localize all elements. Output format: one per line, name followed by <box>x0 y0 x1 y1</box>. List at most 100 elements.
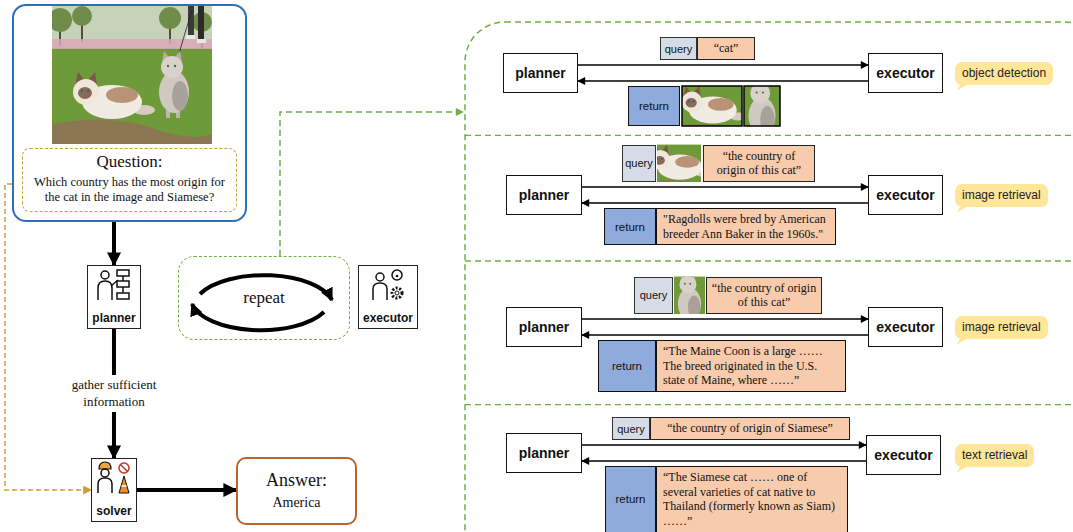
cat-eye <box>693 100 695 102</box>
cat-eye <box>81 90 84 93</box>
cat-patch <box>675 156 699 168</box>
gear <box>392 288 402 298</box>
traffic-cone <box>119 476 129 493</box>
cat-head <box>73 79 99 105</box>
query-text: “cat” <box>697 37 755 60</box>
node-label: "Ragdolls were bred by American breeder … <box>663 212 829 241</box>
cat-eye <box>87 90 90 93</box>
node-label: “the country of origin of Siamese” <box>667 421 833 436</box>
node-label: query <box>640 289 668 301</box>
agent-icon-box: executor <box>358 265 418 329</box>
icon-body <box>373 283 387 300</box>
cat-eye <box>762 91 764 93</box>
section-divider <box>465 135 1073 136</box>
return-text: “The Siamese cat …… one of several varie… <box>656 466 848 532</box>
node-label: solver <box>96 504 131 518</box>
gear-hub <box>395 291 399 295</box>
node-label: object detection <box>962 66 1046 81</box>
connector <box>582 202 868 203</box>
query-text: “the country of origin of this cat” <box>706 277 822 314</box>
node-body: Which country has the most origin for th… <box>29 175 230 206</box>
cat-eye <box>174 65 176 67</box>
tool-panel <box>465 22 1073 532</box>
dirt <box>52 120 212 144</box>
flow-step <box>117 281 129 287</box>
tool-label: text retrieval <box>955 444 1034 467</box>
tool-label: image retrieval <box>955 316 1048 339</box>
cat-head <box>161 56 183 78</box>
icon-body <box>98 281 112 300</box>
node-label: return <box>612 360 642 372</box>
node-label: executor <box>874 447 932 463</box>
photo-ground <box>674 277 705 314</box>
node-label: return <box>615 221 645 233</box>
connector <box>582 444 866 445</box>
cat-photo <box>52 6 212 144</box>
connector <box>112 222 116 265</box>
return-image <box>682 86 742 126</box>
node-label: “the country of origin of this cat” <box>711 281 817 310</box>
cat-eye <box>167 65 169 67</box>
node-label: “the country of origin of this cat” <box>708 149 810 178</box>
planner-icon <box>98 270 129 300</box>
flow-step <box>117 270 129 276</box>
solver-icon <box>98 462 129 493</box>
flow-step <box>117 293 129 299</box>
cat-shade <box>688 295 700 314</box>
icon-body <box>98 478 112 493</box>
node-label: planner <box>519 319 570 335</box>
cat-tail <box>674 314 675 315</box>
cat-eye <box>684 283 686 285</box>
return-image <box>744 86 780 126</box>
person-leg <box>198 6 204 40</box>
grass <box>674 277 705 314</box>
photo-haze <box>52 6 212 48</box>
tree-crown <box>159 7 181 29</box>
connector <box>582 334 868 335</box>
query-tag: query <box>622 145 656 182</box>
return-text: “The Maine Coon is a large …… The breed … <box>656 340 846 392</box>
hard-hat <box>99 462 111 469</box>
connector <box>137 488 236 492</box>
executor-box: executor <box>868 307 943 347</box>
flow-link <box>122 276 124 293</box>
section-divider <box>465 260 1073 261</box>
node-label: executor <box>363 311 413 325</box>
node-label: text retrieval <box>962 448 1027 463</box>
question-panel: Question:Which country has the most orig… <box>12 4 247 222</box>
section-divider <box>465 404 1073 405</box>
planner-box: planner <box>506 175 582 215</box>
cat-eye <box>756 91 758 93</box>
node-label: executor <box>876 65 934 81</box>
planner-box: planner <box>506 307 582 347</box>
node-label: query <box>625 157 653 169</box>
cat-shade <box>760 106 774 126</box>
shoe <box>197 39 206 43</box>
query-text: “the country of origin of Siamese” <box>650 417 850 440</box>
executor-icon <box>373 270 402 300</box>
photo-ground <box>682 86 742 126</box>
connector <box>578 80 868 81</box>
expand-arrow <box>280 112 463 256</box>
planner-box: planner <box>506 433 582 473</box>
node-label: repeat <box>243 288 285 308</box>
node-label: executor <box>876 319 934 335</box>
grass <box>682 86 742 126</box>
cat-patch <box>106 87 138 103</box>
bubble-dot <box>396 275 399 278</box>
query-tag: query <box>612 417 650 440</box>
tree-crown <box>72 6 92 26</box>
grass <box>744 86 780 126</box>
tree-crown <box>52 8 72 32</box>
node-body: America <box>272 495 320 512</box>
node-label: query <box>665 43 693 55</box>
photo-ground <box>657 145 701 182</box>
dirt <box>657 180 701 182</box>
return-tag: return <box>605 466 656 532</box>
query-image <box>657 145 701 182</box>
cat-head <box>750 86 770 103</box>
agent-icon-box: planner <box>87 265 140 329</box>
cat-head <box>682 92 702 113</box>
